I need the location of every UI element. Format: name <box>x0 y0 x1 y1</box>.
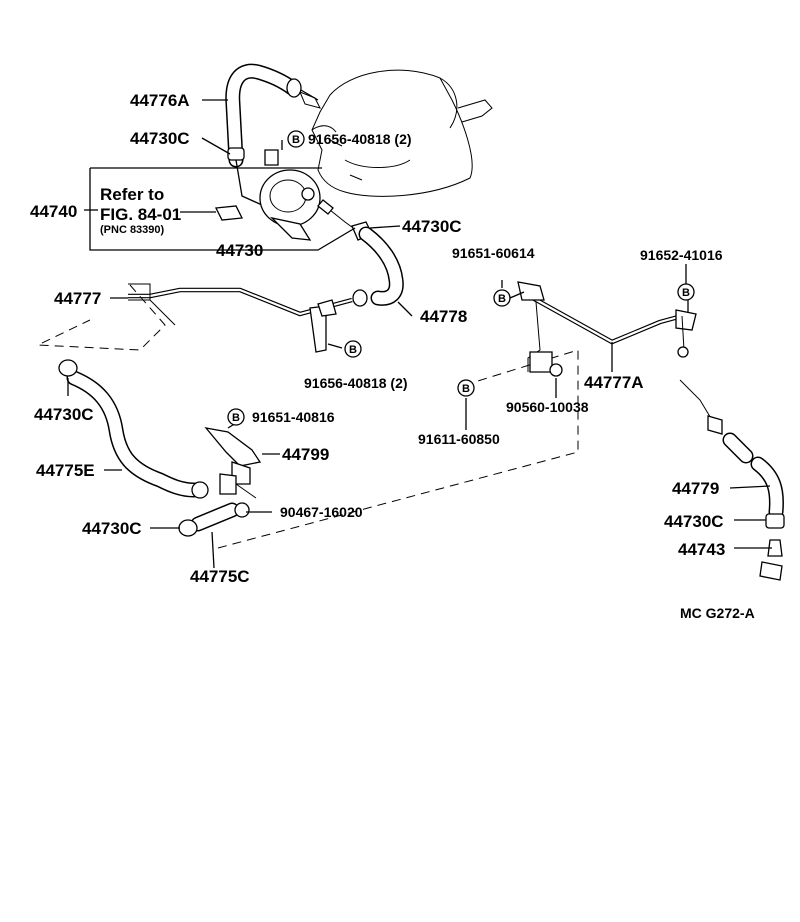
svg-text:B: B <box>232 412 240 424</box>
label-44777A: 44777A <box>584 373 644 392</box>
label-44775C: 44775C <box>190 567 250 586</box>
label-91611-60850: 91611-60850 <box>418 431 500 447</box>
label-44730: 44730 <box>216 241 263 260</box>
assembly-boundary-lower <box>217 349 579 549</box>
pipe-44777A <box>517 281 697 377</box>
svg-text:B: B <box>462 383 470 395</box>
badge-b-6: B <box>457 379 475 397</box>
assembly-boundary-left <box>37 284 166 351</box>
label-44778: 44778 <box>420 307 467 326</box>
connector-44743 <box>767 539 783 557</box>
label-90560-10038: 90560-10038 <box>506 399 589 415</box>
label-44776A: 44776A <box>130 91 190 110</box>
hose-44775E <box>58 359 209 499</box>
badge-b-2: B <box>344 340 362 358</box>
label-90467-16020: 90467-16020 <box>280 504 363 520</box>
clamp-44730C-top <box>227 147 263 206</box>
label-44730C-mid: 44730C <box>402 217 462 236</box>
hose-clamp-top <box>286 78 302 98</box>
hose-44778 <box>352 226 404 307</box>
label-44730C-top: 44730C <box>130 129 190 148</box>
badge-b-4: B <box>493 289 511 307</box>
hose-44775C <box>178 502 250 537</box>
label-pnc: (PNC 83390) <box>100 224 165 236</box>
badge-b-5: B <box>677 283 695 301</box>
vsv-valve <box>214 205 244 221</box>
svg-text:B: B <box>498 293 506 305</box>
leader-lines <box>67 99 772 569</box>
label-44775E: 44775E <box>36 461 95 480</box>
badge-b-1: B <box>287 130 305 148</box>
label-91656-40818-top: 91656-40818 (2) <box>308 131 412 147</box>
label-44730C-left: 44730C <box>34 405 94 424</box>
bracket-90560 <box>529 351 553 373</box>
label-44740: 44740 <box>30 202 77 221</box>
figure-code: MC G272-A <box>680 605 755 621</box>
clamp-44730C-right <box>765 513 785 529</box>
label-44730C-right: 44730C <box>664 512 724 531</box>
label-44799: 44799 <box>282 445 329 464</box>
label-91651-40816: 91651-40816 <box>252 409 335 425</box>
charcoal-canister <box>214 149 321 241</box>
label-91656-40818-bottom: 91656-40818 (2) <box>304 375 408 391</box>
label-fig-84-01: FIG. 84-01 <box>100 205 181 224</box>
svg-text:B: B <box>292 134 300 146</box>
label-44730C-low: 44730C <box>82 519 142 538</box>
svg-text:B: B <box>349 344 357 356</box>
label-44779: 44779 <box>672 479 719 498</box>
label-44743: 44743 <box>678 540 725 559</box>
label-refer-to: Refer to <box>100 185 164 204</box>
pipe-44777 <box>128 283 353 353</box>
label-44777: 44777 <box>54 289 101 308</box>
hose-44779 <box>679 379 785 581</box>
engine-block-outline <box>299 69 493 197</box>
label-91652-41016: 91652-41016 <box>640 247 723 263</box>
valve-44799 <box>204 427 262 499</box>
label-91651-60614: 91651-60614 <box>452 245 535 261</box>
hose-44776A <box>225 63 319 168</box>
badge-b-3: B <box>227 408 245 426</box>
svg-text:B: B <box>682 287 690 299</box>
bracket-91652 <box>675 309 697 331</box>
clamp-44730C-left <box>58 359 78 377</box>
clamp-44730C-low <box>178 519 198 537</box>
